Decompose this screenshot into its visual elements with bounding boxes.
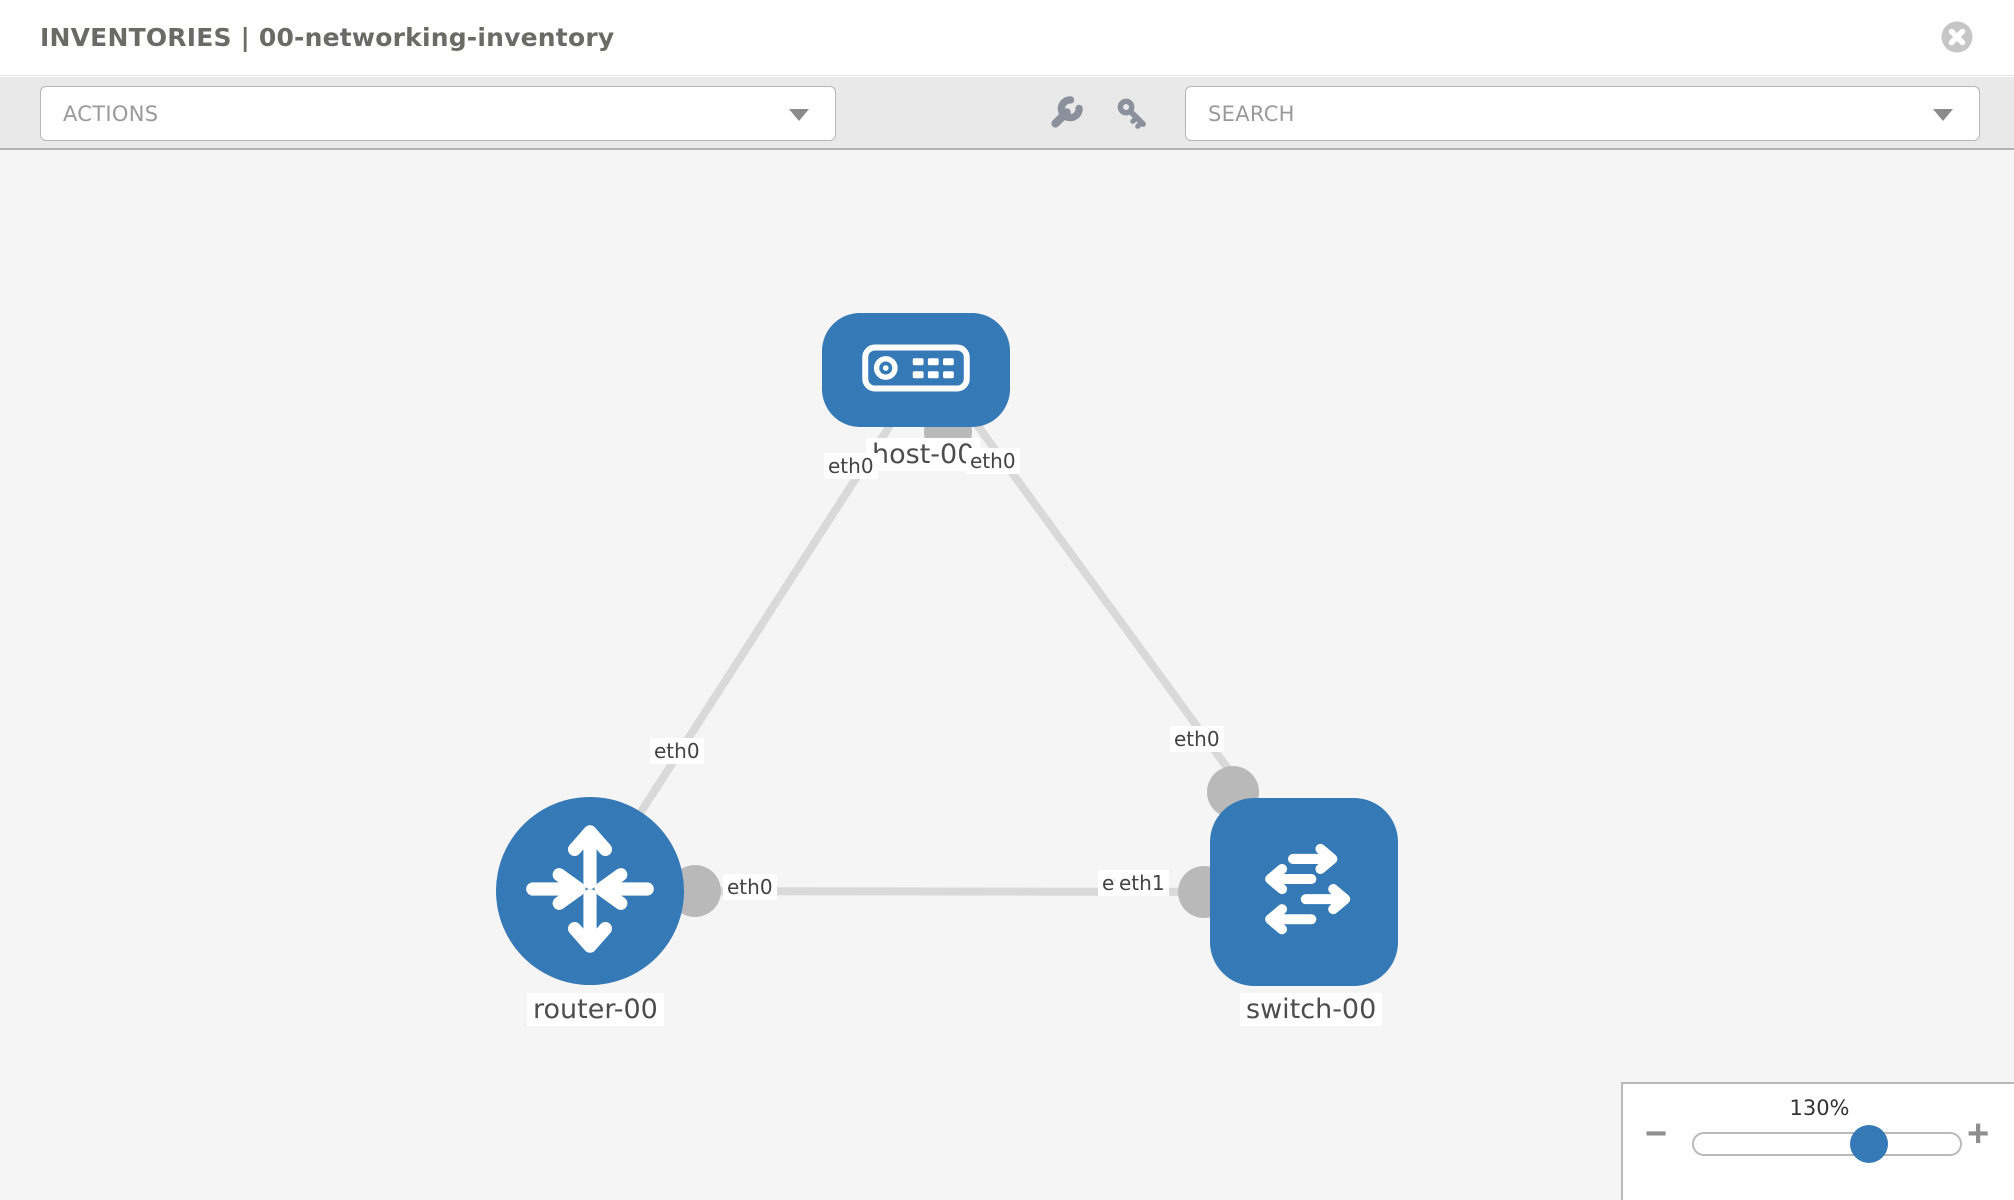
- node-label-switch: switch-00: [1240, 993, 1383, 1026]
- toolbar: ACTIONS SEARCH: [0, 77, 2014, 150]
- key-icon: [1114, 98, 1152, 136]
- zoom-out-button[interactable]: −: [1645, 1114, 1667, 1154]
- chevron-down-icon: [1933, 108, 1953, 121]
- search-dropdown[interactable]: SEARCH: [1185, 86, 1980, 141]
- search-dropdown-label: SEARCH: [1208, 101, 1295, 126]
- host-icon: [862, 344, 970, 396]
- zoom-slider-thumb[interactable]: [1850, 1125, 1888, 1163]
- zoom-control-panel: 130% − +: [1621, 1082, 2014, 1200]
- zoom-slider[interactable]: [1692, 1125, 1962, 1163]
- interface-label-switch-top: eth0: [1170, 726, 1224, 752]
- switch-icon: [1240, 826, 1368, 958]
- topology-canvas[interactable]: host-00 router-00 switch-00 eth0 eth0 et…: [0, 150, 2014, 1200]
- interface-label-router-host: eth0: [650, 738, 704, 764]
- interface-label-router-right: eth0: [723, 874, 777, 900]
- interface-label-host-right: eth0: [966, 448, 1020, 474]
- router-icon: [524, 823, 656, 959]
- node-switch-00[interactable]: [1210, 798, 1398, 986]
- close-button[interactable]: [1940, 20, 1974, 54]
- interface-label-mid-front: eth1: [1115, 870, 1169, 896]
- node-label-router: router-00: [527, 993, 664, 1026]
- breadcrumb-header: INVENTORIES | 00-networking-inventory: [0, 0, 2014, 76]
- page-title: INVENTORIES | 00-networking-inventory: [40, 23, 615, 52]
- plus-icon: +: [1967, 1113, 1990, 1155]
- interface-label-host-left: eth0: [824, 453, 878, 479]
- close-icon: [1940, 21, 1974, 57]
- node-router-00[interactable]: [496, 797, 684, 985]
- credentials-button[interactable]: [1114, 95, 1152, 133]
- actions-dropdown-label: ACTIONS: [63, 101, 159, 126]
- actions-dropdown[interactable]: ACTIONS: [40, 86, 836, 141]
- minus-icon: −: [1645, 1113, 1668, 1155]
- tools-button[interactable]: [1046, 95, 1084, 133]
- chevron-down-icon: [789, 108, 809, 121]
- wrench-icon: [1046, 96, 1084, 136]
- zoom-in-button[interactable]: +: [1967, 1114, 1989, 1154]
- node-host-00[interactable]: [822, 313, 1010, 427]
- topology-links: [586, 382, 1301, 896]
- zoom-level-value: 130%: [1789, 1096, 1850, 1120]
- node-label-host: host-00: [866, 438, 981, 471]
